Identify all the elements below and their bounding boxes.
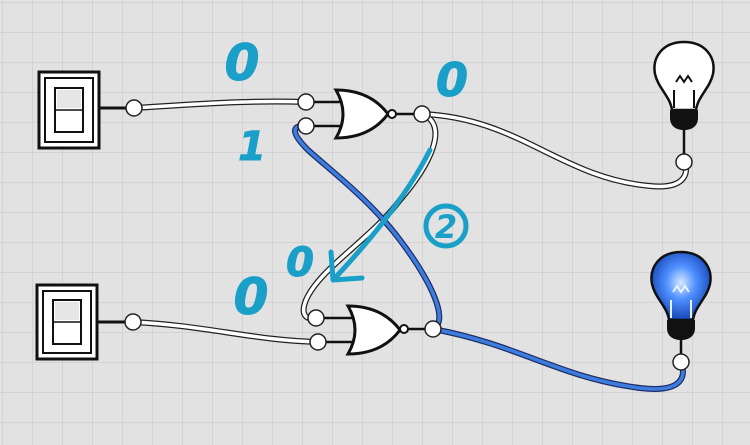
wire-top-gate-feedback[interactable] [300, 111, 439, 322]
annotation-feedback-input: 1 [238, 124, 266, 170]
top-gate-input-b[interactable] [297, 117, 315, 135]
annotation-top-input: 0 [225, 34, 260, 92]
bottom-nor-gate[interactable] [307, 304, 442, 356]
bottom-switch[interactable] [35, 283, 99, 361]
bottom-gate-input-a[interactable] [307, 309, 325, 327]
annotation-bottom-feedback: 0 [286, 240, 314, 286]
top-bulb[interactable] [653, 40, 715, 171]
top-switch[interactable] [37, 70, 101, 150]
top-switch-terminal [99, 99, 143, 117]
bottom-bulb[interactable] [650, 250, 712, 371]
top-nor-gate[interactable] [297, 88, 431, 140]
wire-bottom-switch-to-bottom-gate[interactable] [130, 319, 321, 345]
annotation-step-marker: 2 [423, 203, 469, 249]
bottom-gate-input-b[interactable] [309, 333, 327, 351]
annotation-step-number: 2 [435, 208, 457, 246]
bottom-bulb-terminal[interactable] [672, 353, 690, 371]
annotation-top-output: 0 [436, 53, 468, 107]
wire-top-gate-to-top-bulb[interactable] [419, 111, 689, 190]
top-gate-output[interactable] [413, 105, 431, 123]
wire-top-switch-to-top-gate[interactable] [131, 98, 309, 111]
bottom-switch-terminal [97, 313, 142, 331]
bottom-gate-output[interactable] [424, 320, 442, 338]
top-gate-input-a[interactable] [297, 93, 315, 111]
annotation-arrow [328, 147, 433, 283]
wire-bottom-gate-feedback[interactable] [292, 122, 443, 332]
top-bulb-terminal[interactable] [675, 153, 693, 171]
annotation-bottom-input: 0 [234, 268, 269, 326]
wire-bottom-gate-to-bottom-bulb[interactable] [430, 326, 686, 392]
